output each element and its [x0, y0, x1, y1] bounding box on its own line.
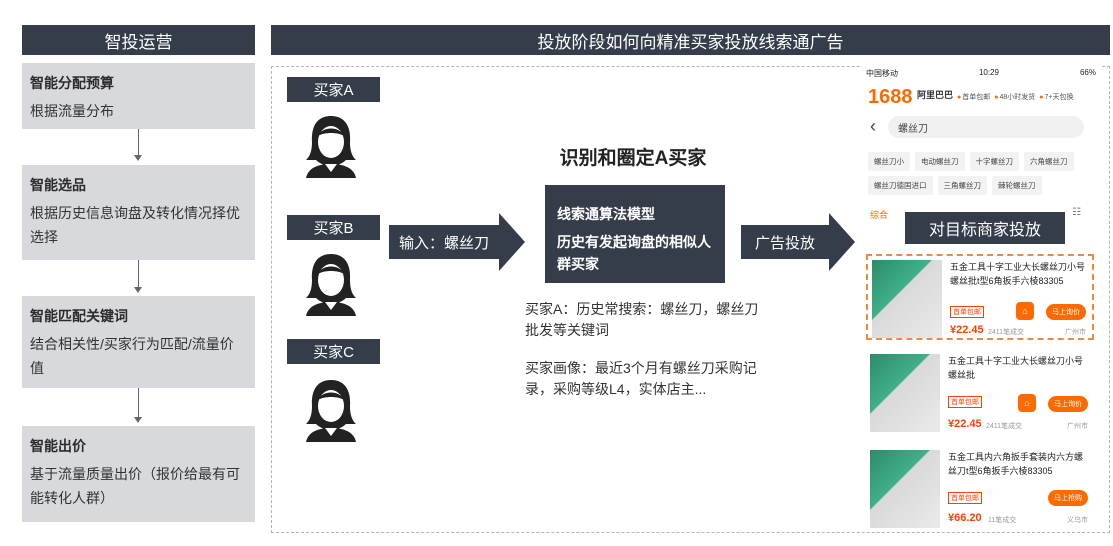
carrier-text: 中国移动: [866, 69, 898, 78]
input-arrow: 输入：螺丝刀: [389, 213, 525, 271]
badge: 7+天包换: [1039, 92, 1074, 102]
tag-chip[interactable]: 三角螺丝刀: [937, 176, 987, 195]
badge: 48小时发货: [994, 92, 1035, 102]
phone-status-bar: 中国移动 10:29 66%: [866, 68, 1096, 79]
connector-line: [138, 129, 139, 155]
step-title: 智能匹配关键词: [30, 308, 128, 324]
algorithm-box: 线索通算法模型 历史有发起询盘的相似人群买家: [545, 185, 725, 283]
shop-icon[interactable]: ⌂: [1018, 394, 1036, 412]
product-city: 广州市: [1067, 423, 1088, 430]
related-tags-row: 螺丝刀小 电动螺丝刀 十字螺丝刀 六角螺丝刀: [868, 152, 1098, 171]
product-tag: 首单包邮: [948, 396, 982, 408]
product-sold: 2411笔成交: [988, 329, 1025, 336]
product-title: 五金工具内六角扳手套装内六方螺丝刀t型6角扳手六棱83305: [948, 452, 1084, 476]
search-input[interactable]: 螺丝刀: [888, 116, 1084, 138]
connector-line: [138, 388, 139, 417]
right-header: 投放阶段如何向精准买家投放线索通广告: [271, 25, 1110, 55]
buyer-c-label: 买家C: [287, 339, 380, 364]
algo-line-1: 线索通算法模型: [557, 206, 655, 222]
product-image: [872, 260, 942, 338]
tag-chip[interactable]: 螺丝刀小: [868, 152, 910, 171]
product-price: ¥22.45: [948, 418, 982, 430]
product-sold: 11笔成交: [988, 517, 1017, 524]
product-title: 五金工具十字工业大长螺丝刀小号螺丝批: [948, 356, 1084, 380]
product-city: 广州市: [1065, 329, 1086, 336]
battery-text: 66%: [1079, 68, 1096, 77]
connector-line: [138, 260, 139, 287]
buyer-a-label: 买家A: [287, 77, 380, 102]
tag-chip[interactable]: 十字螺丝刀: [969, 152, 1019, 171]
input-arrow-label: 输入：螺丝刀: [389, 225, 499, 259]
time-text: 10:29: [978, 68, 999, 77]
tag-chip[interactable]: 棘轮螺丝刀: [992, 176, 1042, 195]
badge: 首单包邮: [957, 92, 990, 102]
arrow-head-icon: [829, 213, 855, 271]
ad-arrow: 广告投放: [741, 213, 855, 271]
step-budget: 智能分配预算 根据流量分布: [22, 63, 255, 129]
product-image: [870, 450, 940, 528]
sort-tab[interactable]: 综合: [870, 210, 889, 220]
product-image: [870, 354, 940, 432]
app-logo-sub: 阿里巴巴: [917, 90, 954, 100]
step-desc: 基于流量质量出价（报价给最有可能转化人群）: [30, 466, 240, 506]
diagram-frame: [271, 66, 1110, 533]
tag-chip[interactable]: 电动螺丝刀: [915, 152, 965, 171]
step-bidding: 智能出价 基于流量质量出价（报价给最有可能转化人群）: [22, 426, 255, 522]
step-product-selection: 智能选品 根据历史信息询盘及转化情况择优选择: [22, 165, 255, 260]
app-logo: 1688: [868, 86, 913, 108]
product-card[interactable]: 五金工具内六角扳手套装内六方螺丝刀t型6角扳手六棱83305 首单包邮 马上抢购…: [866, 446, 1094, 532]
step-title: 智能选品: [30, 177, 86, 193]
product-city: 义乌市: [1067, 517, 1088, 524]
identify-title: 识别和圈定A买家: [559, 148, 707, 169]
shop-icon[interactable]: ⌂: [1016, 302, 1034, 320]
product-card-highlighted[interactable]: 五金工具十字工业大长螺丝刀小号螺丝批t型6角扳手六棱83305 首单包邮 ⌂ 马…: [866, 254, 1094, 340]
female-avatar-icon: [306, 116, 356, 178]
step-title: 智能分配预算: [30, 75, 114, 91]
female-avatar-icon: [306, 254, 356, 316]
buyer-b-label: 买家B: [287, 215, 380, 240]
tag-chip[interactable]: 六角螺丝刀: [1024, 152, 1074, 171]
connector-arrow-icon: [134, 287, 142, 293]
inquiry-button[interactable]: 马上询价: [1046, 304, 1086, 320]
product-sold: 2411笔成交: [986, 423, 1023, 430]
step-keyword-matching: 智能匹配关键词 结合相关性/买家行为匹配/流量价值: [22, 296, 255, 388]
grid-view-icon[interactable]: ☷: [1072, 207, 1081, 218]
algo-line-2: 历史有发起询盘的相似人群买家: [557, 234, 711, 272]
arrow-head-icon: [499, 213, 525, 271]
step-desc: 根据流量分布: [30, 103, 114, 119]
female-avatar-icon: [306, 380, 356, 442]
step-desc: 结合相关性/买家行为匹配/流量价值: [30, 336, 234, 376]
buy-now-button[interactable]: 马上抢购: [1048, 490, 1088, 506]
product-title: 五金工具十字工业大长螺丝刀小号螺丝批t型6角扳手六棱83305: [950, 262, 1086, 286]
product-tag: 首单包邮: [950, 306, 984, 318]
ad-arrow-label: 广告投放: [741, 225, 829, 259]
product-tag: 首单包邮: [948, 492, 982, 504]
target-merchant-label: 对目标商家投放: [905, 212, 1065, 244]
inquiry-button[interactable]: 马上询价: [1048, 396, 1088, 412]
buyer-profile: 买家画像：最近3个月有螺丝刀采购记录，采购等级L4，实体店主...: [525, 360, 757, 397]
connector-arrow-icon: [134, 417, 142, 423]
service-badges: 首单包邮 48小时发货 7+天包换: [957, 92, 1073, 102]
left-header: 智投运营: [22, 25, 255, 55]
product-price: ¥22.45: [950, 324, 984, 336]
step-desc: 根据历史信息询盘及转化情况择优选择: [30, 205, 240, 245]
related-tags-row: 螺丝刀德国进口 三角螺丝刀 棘轮螺丝刀: [868, 176, 1098, 195]
connector-arrow-icon: [134, 155, 142, 161]
step-title: 智能出价: [30, 438, 86, 454]
back-icon[interactable]: ‹: [870, 116, 876, 136]
buyer-search-history: 买家A：历史常搜索：螺丝刀，螺丝刀批发等关键词: [525, 301, 759, 338]
product-card[interactable]: 五金工具十字工业大长螺丝刀小号螺丝批 首单包邮 ⌂ 马上询价 ¥22.45 24…: [866, 350, 1094, 436]
tag-chip[interactable]: 螺丝刀德国进口: [868, 176, 933, 195]
product-price: ¥66.20: [948, 512, 982, 524]
